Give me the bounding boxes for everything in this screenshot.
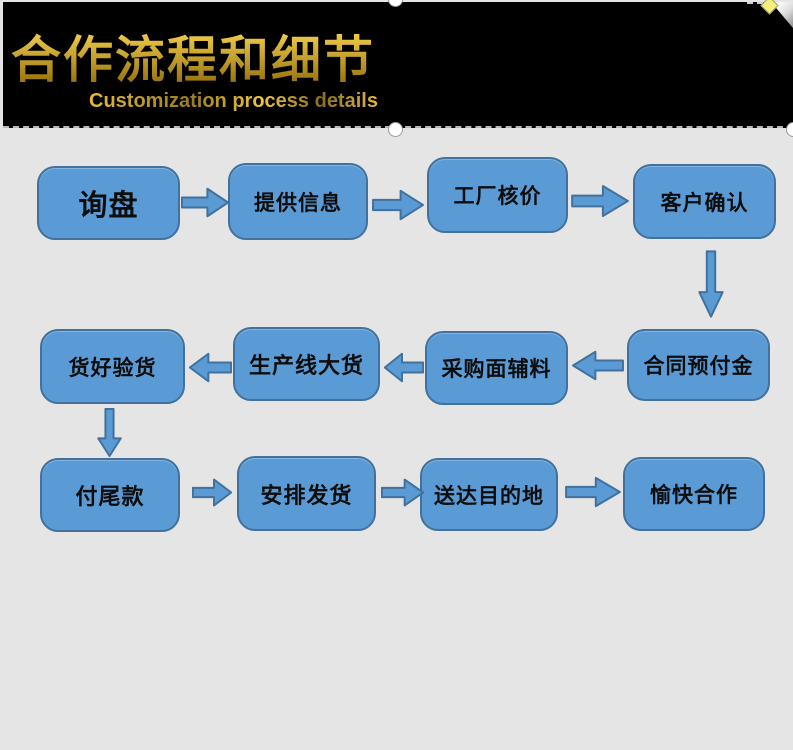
flow-box-inquiry[interactable]: 询盘 bbox=[37, 166, 180, 240]
flow-box-goods-inspection[interactable]: 货好验货 bbox=[40, 329, 185, 404]
flow-box-production-bulk[interactable]: 生产线大货 bbox=[233, 327, 380, 401]
arrow-deliver-destination-to-happy-cooperation[interactable] bbox=[565, 475, 621, 509]
flow-box-purchase-materials[interactable]: 采购面辅料 bbox=[425, 331, 568, 405]
page-title[interactable]: 合作流程和细节 bbox=[11, 20, 375, 92]
flow-box-provide-info[interactable]: 提供信息 bbox=[228, 163, 368, 240]
arrow-inquiry-to-provide-info[interactable] bbox=[181, 186, 229, 219]
flow-box-pay-balance[interactable]: 付尾款 bbox=[40, 458, 180, 532]
flow-box-deliver-destination[interactable]: 送达目的地 bbox=[420, 458, 558, 531]
resize-handle-bottom-right-icon[interactable] bbox=[786, 122, 793, 137]
arrow-contract-deposit-to-purchase-materials[interactable] bbox=[572, 349, 624, 382]
resize-handle-bottom-icon[interactable] bbox=[388, 122, 403, 137]
arrow-customer-confirm-to-contract-deposit[interactable] bbox=[697, 250, 725, 318]
arrow-production-bulk-to-goods-inspection[interactable] bbox=[189, 351, 232, 384]
flow-box-happy-cooperation[interactable]: 愉快合作 bbox=[623, 457, 765, 531]
arrow-provide-info-to-factory-pricing[interactable] bbox=[372, 188, 424, 222]
adjust-handle-icon[interactable] bbox=[760, 0, 779, 15]
flow-box-arrange-shipment[interactable]: 安排发货 bbox=[237, 456, 376, 531]
flow-box-customer-confirm[interactable]: 客户确认 bbox=[633, 164, 776, 239]
arrow-factory-pricing-to-customer-confirm[interactable] bbox=[571, 183, 629, 219]
arrow-pay-balance-to-arrange-shipment[interactable] bbox=[192, 477, 232, 508]
arrow-goods-inspection-to-pay-balance[interactable] bbox=[96, 408, 123, 457]
arrow-purchase-materials-to-production-bulk[interactable] bbox=[384, 351, 424, 384]
arrow-arrange-shipment-to-deliver-destination[interactable] bbox=[381, 477, 424, 508]
page-subtitle[interactable]: Customization process details bbox=[89, 90, 378, 112]
flow-box-factory-pricing[interactable]: 工厂核价 bbox=[427, 157, 568, 233]
header-banner[interactable]: 合作流程和细节 Customization process details bbox=[3, 0, 793, 128]
flow-box-contract-deposit[interactable]: 合同预付金 bbox=[627, 329, 770, 401]
